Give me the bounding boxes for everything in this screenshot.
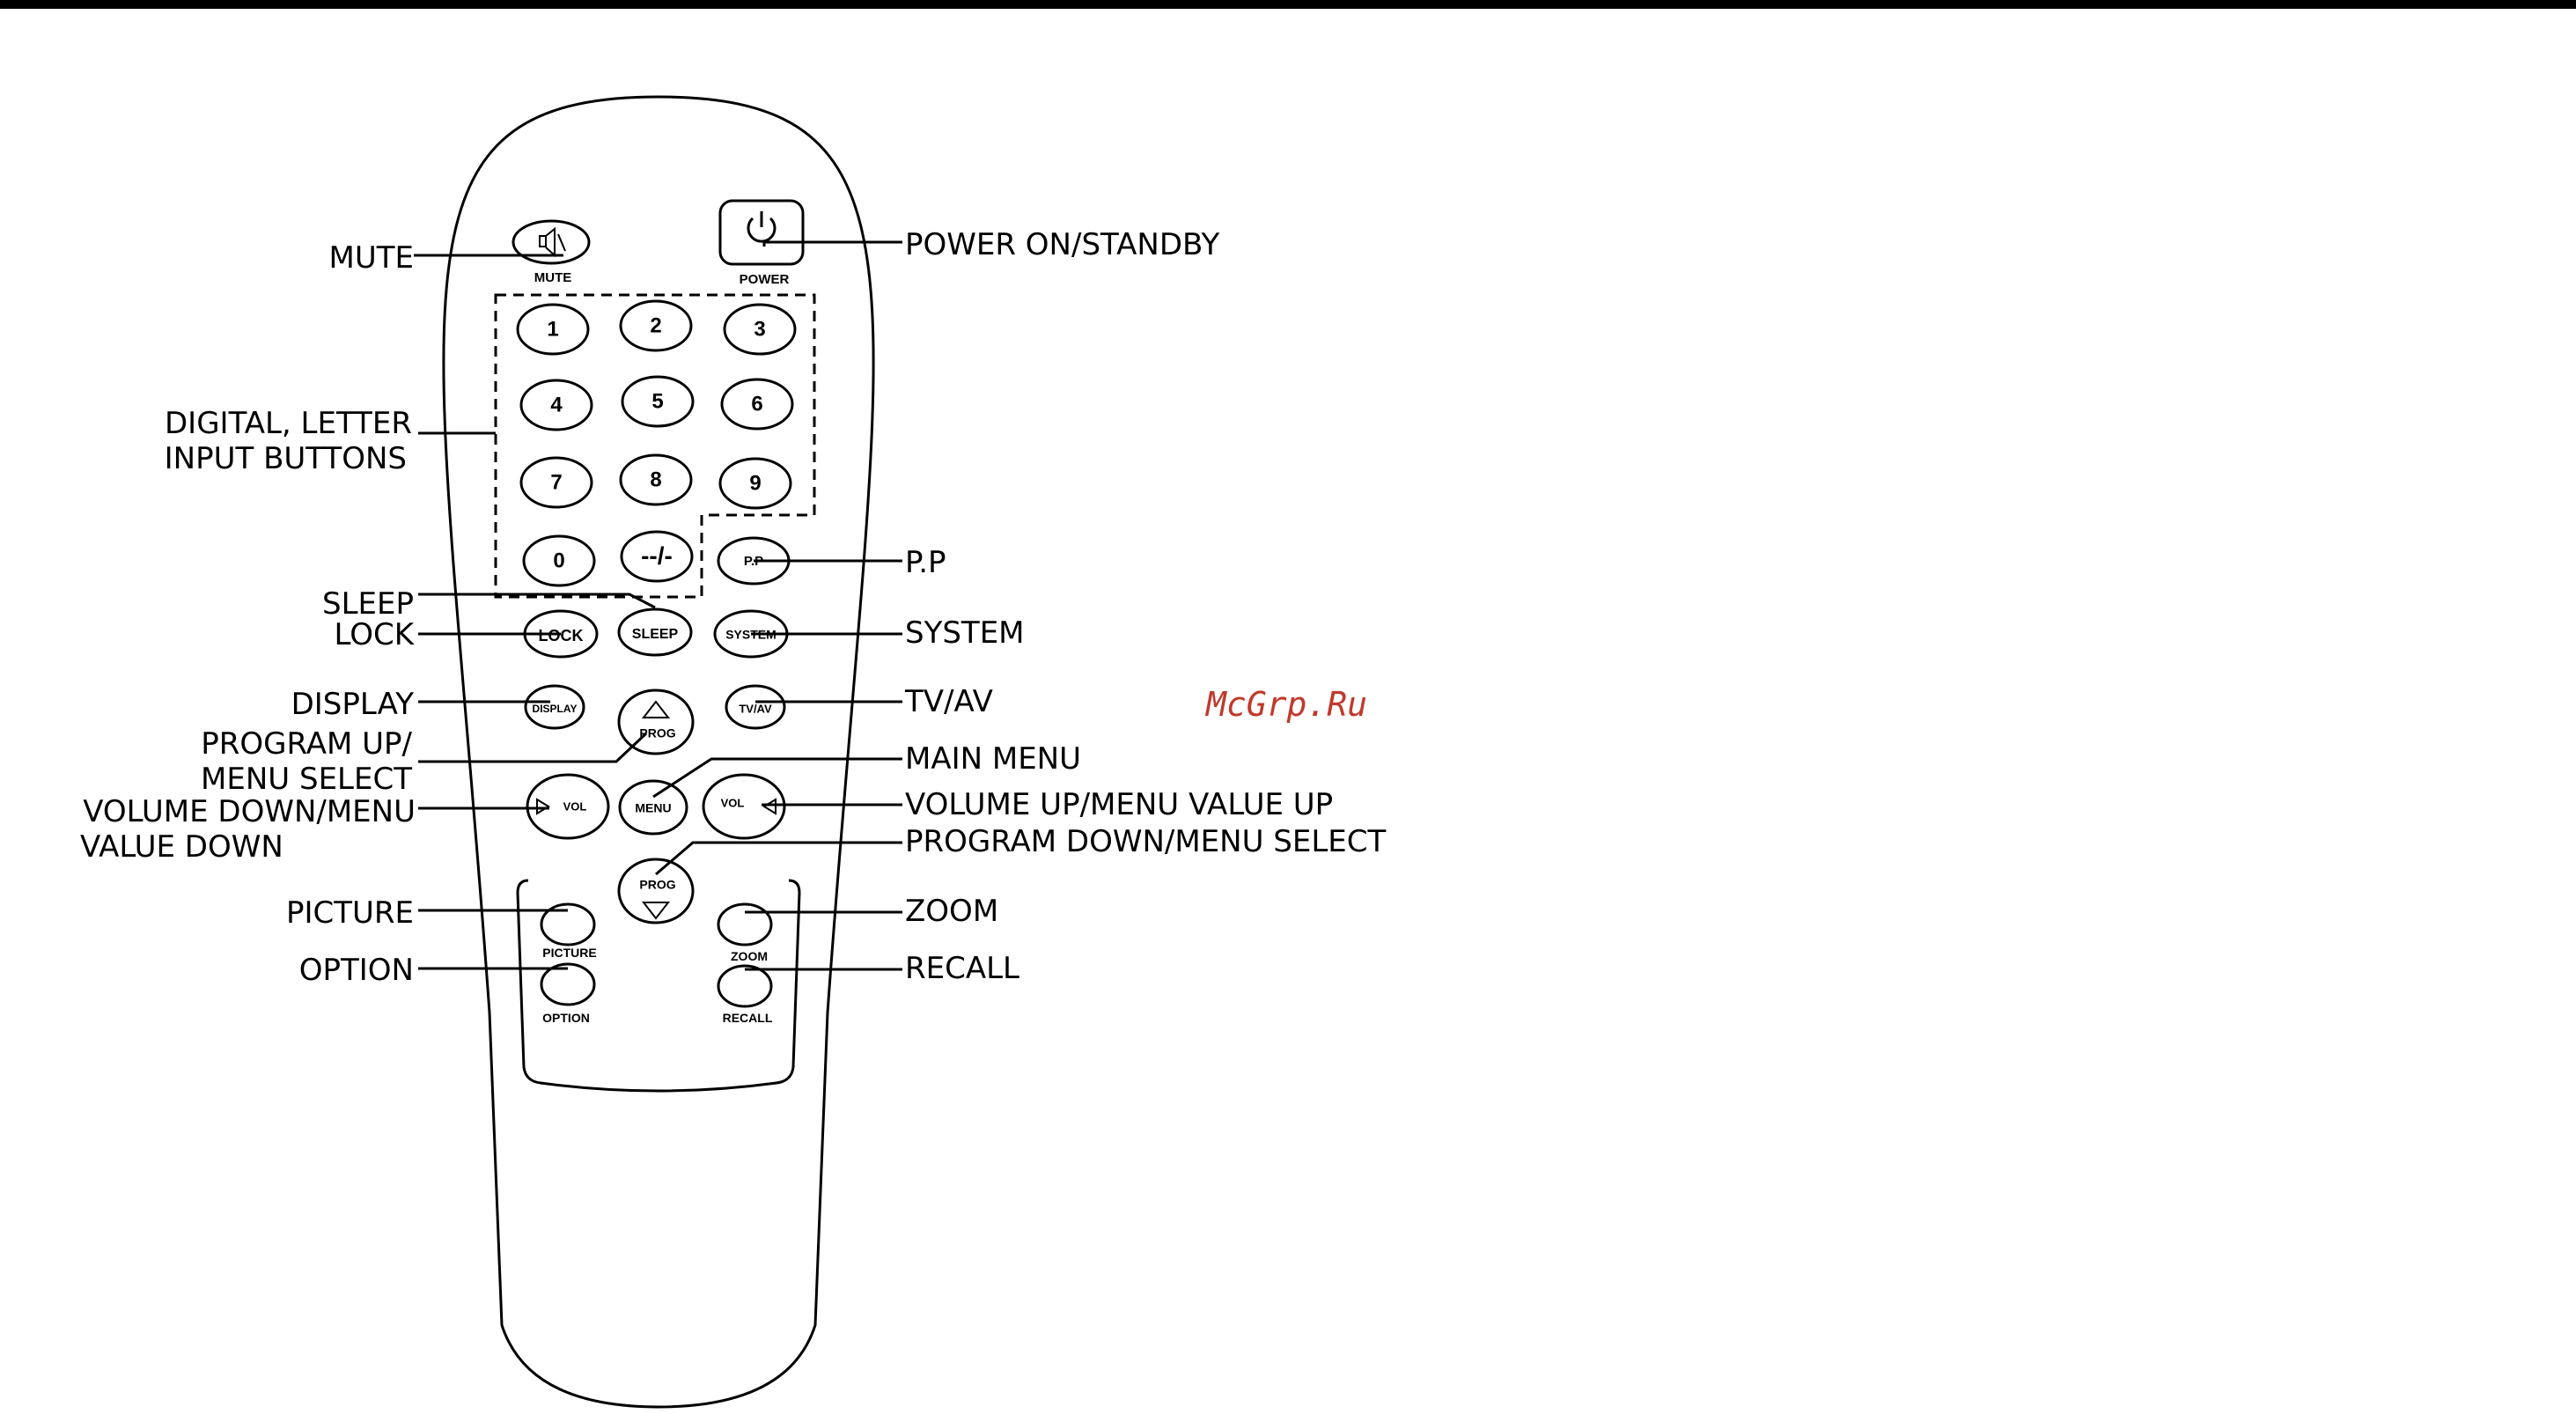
tvav-label: TV/AV [739, 702, 772, 715]
prog-down-label: PROG [639, 878, 675, 892]
power-icon [747, 217, 776, 243]
power-under-label: POWER [740, 272, 790, 287]
digit-button[interactable]: 8 [619, 453, 693, 506]
recall-button[interactable] [717, 964, 773, 1008]
callout-picture: PICTURE [286, 895, 414, 931]
digit-button[interactable]: 1 [516, 303, 590, 356]
leader-line [418, 732, 648, 763]
callout-system: SYSTEM [905, 615, 1025, 651]
prog-down-button[interactable]: PROG [617, 858, 695, 924]
digit-label: 4 [550, 393, 563, 416]
digit-button[interactable]: 7 [519, 456, 593, 509]
callout-vol-down-2: VALUE DOWN [80, 829, 283, 865]
callout-prog-up-2: MENU SELECT [201, 762, 412, 797]
display-label: DISPLAY [533, 703, 578, 715]
top-border [0, 0, 2576, 9]
remote-body [442, 95, 875, 1409]
power-button[interactable] [718, 199, 805, 266]
picture-button[interactable] [540, 902, 596, 946]
prog-up-label: PROG [639, 726, 675, 740]
digit-label: 9 [749, 471, 761, 495]
digit-button[interactable]: 9 [718, 457, 792, 510]
dash-label: --/- [641, 541, 673, 569]
picture-under-label: PICTURE [542, 946, 596, 960]
callout-prog-down: PROGRAM DOWN/MENU SELECT [905, 824, 1387, 859]
triangle-left-icon [536, 798, 550, 815]
option-under-label: OPTION [542, 1011, 590, 1025]
mute-under-label: MUTE [534, 270, 572, 285]
lock-label: LOCK [539, 627, 584, 644]
callout-lock: LOCK [334, 617, 415, 652]
lower-button-panel [516, 879, 801, 1093]
digit-button[interactable]: 0 [522, 534, 596, 587]
callout-display: DISPLAY [291, 687, 415, 722]
sleep-button[interactable]: SLEEP [617, 608, 693, 657]
zoom-button[interactable] [717, 902, 773, 946]
digit-label: 1 [547, 317, 558, 341]
callout-digital-1: DIGITAL, LETTER [165, 406, 412, 441]
triangle-down-icon [641, 902, 671, 920]
callout-digital-2: INPUT BUTTONS [165, 441, 407, 476]
dash-button[interactable]: --/- [620, 530, 694, 583]
callout-power: POWER ON/STANDBY [905, 227, 1219, 262]
digit-button[interactable]: 6 [720, 378, 794, 431]
watermark: McGrp.Ru [1204, 685, 1367, 724]
digit-button[interactable]: 2 [619, 299, 693, 352]
display-button[interactable]: DISPLAY [524, 684, 585, 730]
callout-prog-up-1: PROGRAM UP/ [201, 726, 412, 762]
speaker-mute-icon [539, 226, 566, 258]
vol-up-button[interactable]: VOL [702, 773, 786, 840]
leader-line [762, 240, 902, 247]
digit-button[interactable]: 5 [621, 375, 695, 428]
digit-label: 8 [650, 468, 661, 491]
leader-line [655, 841, 902, 876]
callout-pp: P.P [905, 545, 946, 580]
recall-under-label: RECALL [723, 1011, 773, 1025]
sleep-label: SLEEP [632, 627, 679, 642]
callout-tvav: TV/AV [904, 684, 993, 719]
digit-button[interactable]: 4 [519, 379, 593, 431]
callout-vol-down-1: VOLUME DOWN/MENU [83, 794, 416, 829]
digit-label: 2 [650, 313, 661, 337]
option-button[interactable] [540, 962, 596, 1006]
callout-vol-up: VOLUME UP/MENU VALUE UP [905, 787, 1333, 822]
digit-button[interactable]: 3 [723, 303, 797, 356]
callout-sleep: SLEEP [322, 586, 414, 622]
vol-down-label: VOL [563, 799, 587, 813]
leader-lines [414, 240, 902, 971]
digit-label: 3 [754, 317, 765, 341]
mute-button[interactable] [512, 219, 591, 265]
digit-label: 6 [751, 392, 762, 416]
triangle-right-icon [762, 798, 776, 815]
digit-label: 5 [651, 389, 663, 413]
vol-down-button[interactable]: VOL [526, 773, 610, 840]
tvav-button[interactable]: TV/AV [725, 684, 786, 730]
callout-option: OPTION [299, 953, 414, 988]
digit-group-outline [494, 293, 816, 599]
leader-line [418, 593, 656, 609]
callout-zoom: ZOOM [905, 894, 998, 929]
leader-line [652, 757, 902, 799]
zoom-under-label: ZOOM [731, 949, 768, 963]
callout-recall: RECALL [905, 951, 1019, 986]
callout-mute: MUTE [329, 240, 414, 276]
menu-button[interactable]: MENU [618, 779, 688, 836]
triangle-up-icon [641, 700, 671, 718]
digit-label: 7 [550, 470, 562, 494]
vol-up-label: VOL [721, 796, 745, 809]
prog-up-button[interactable]: PROG [617, 689, 695, 755]
menu-label: MENU [635, 801, 671, 815]
digit-label: 0 [553, 549, 564, 572]
callout-main-menu: MAIN MENU [905, 741, 1081, 777]
